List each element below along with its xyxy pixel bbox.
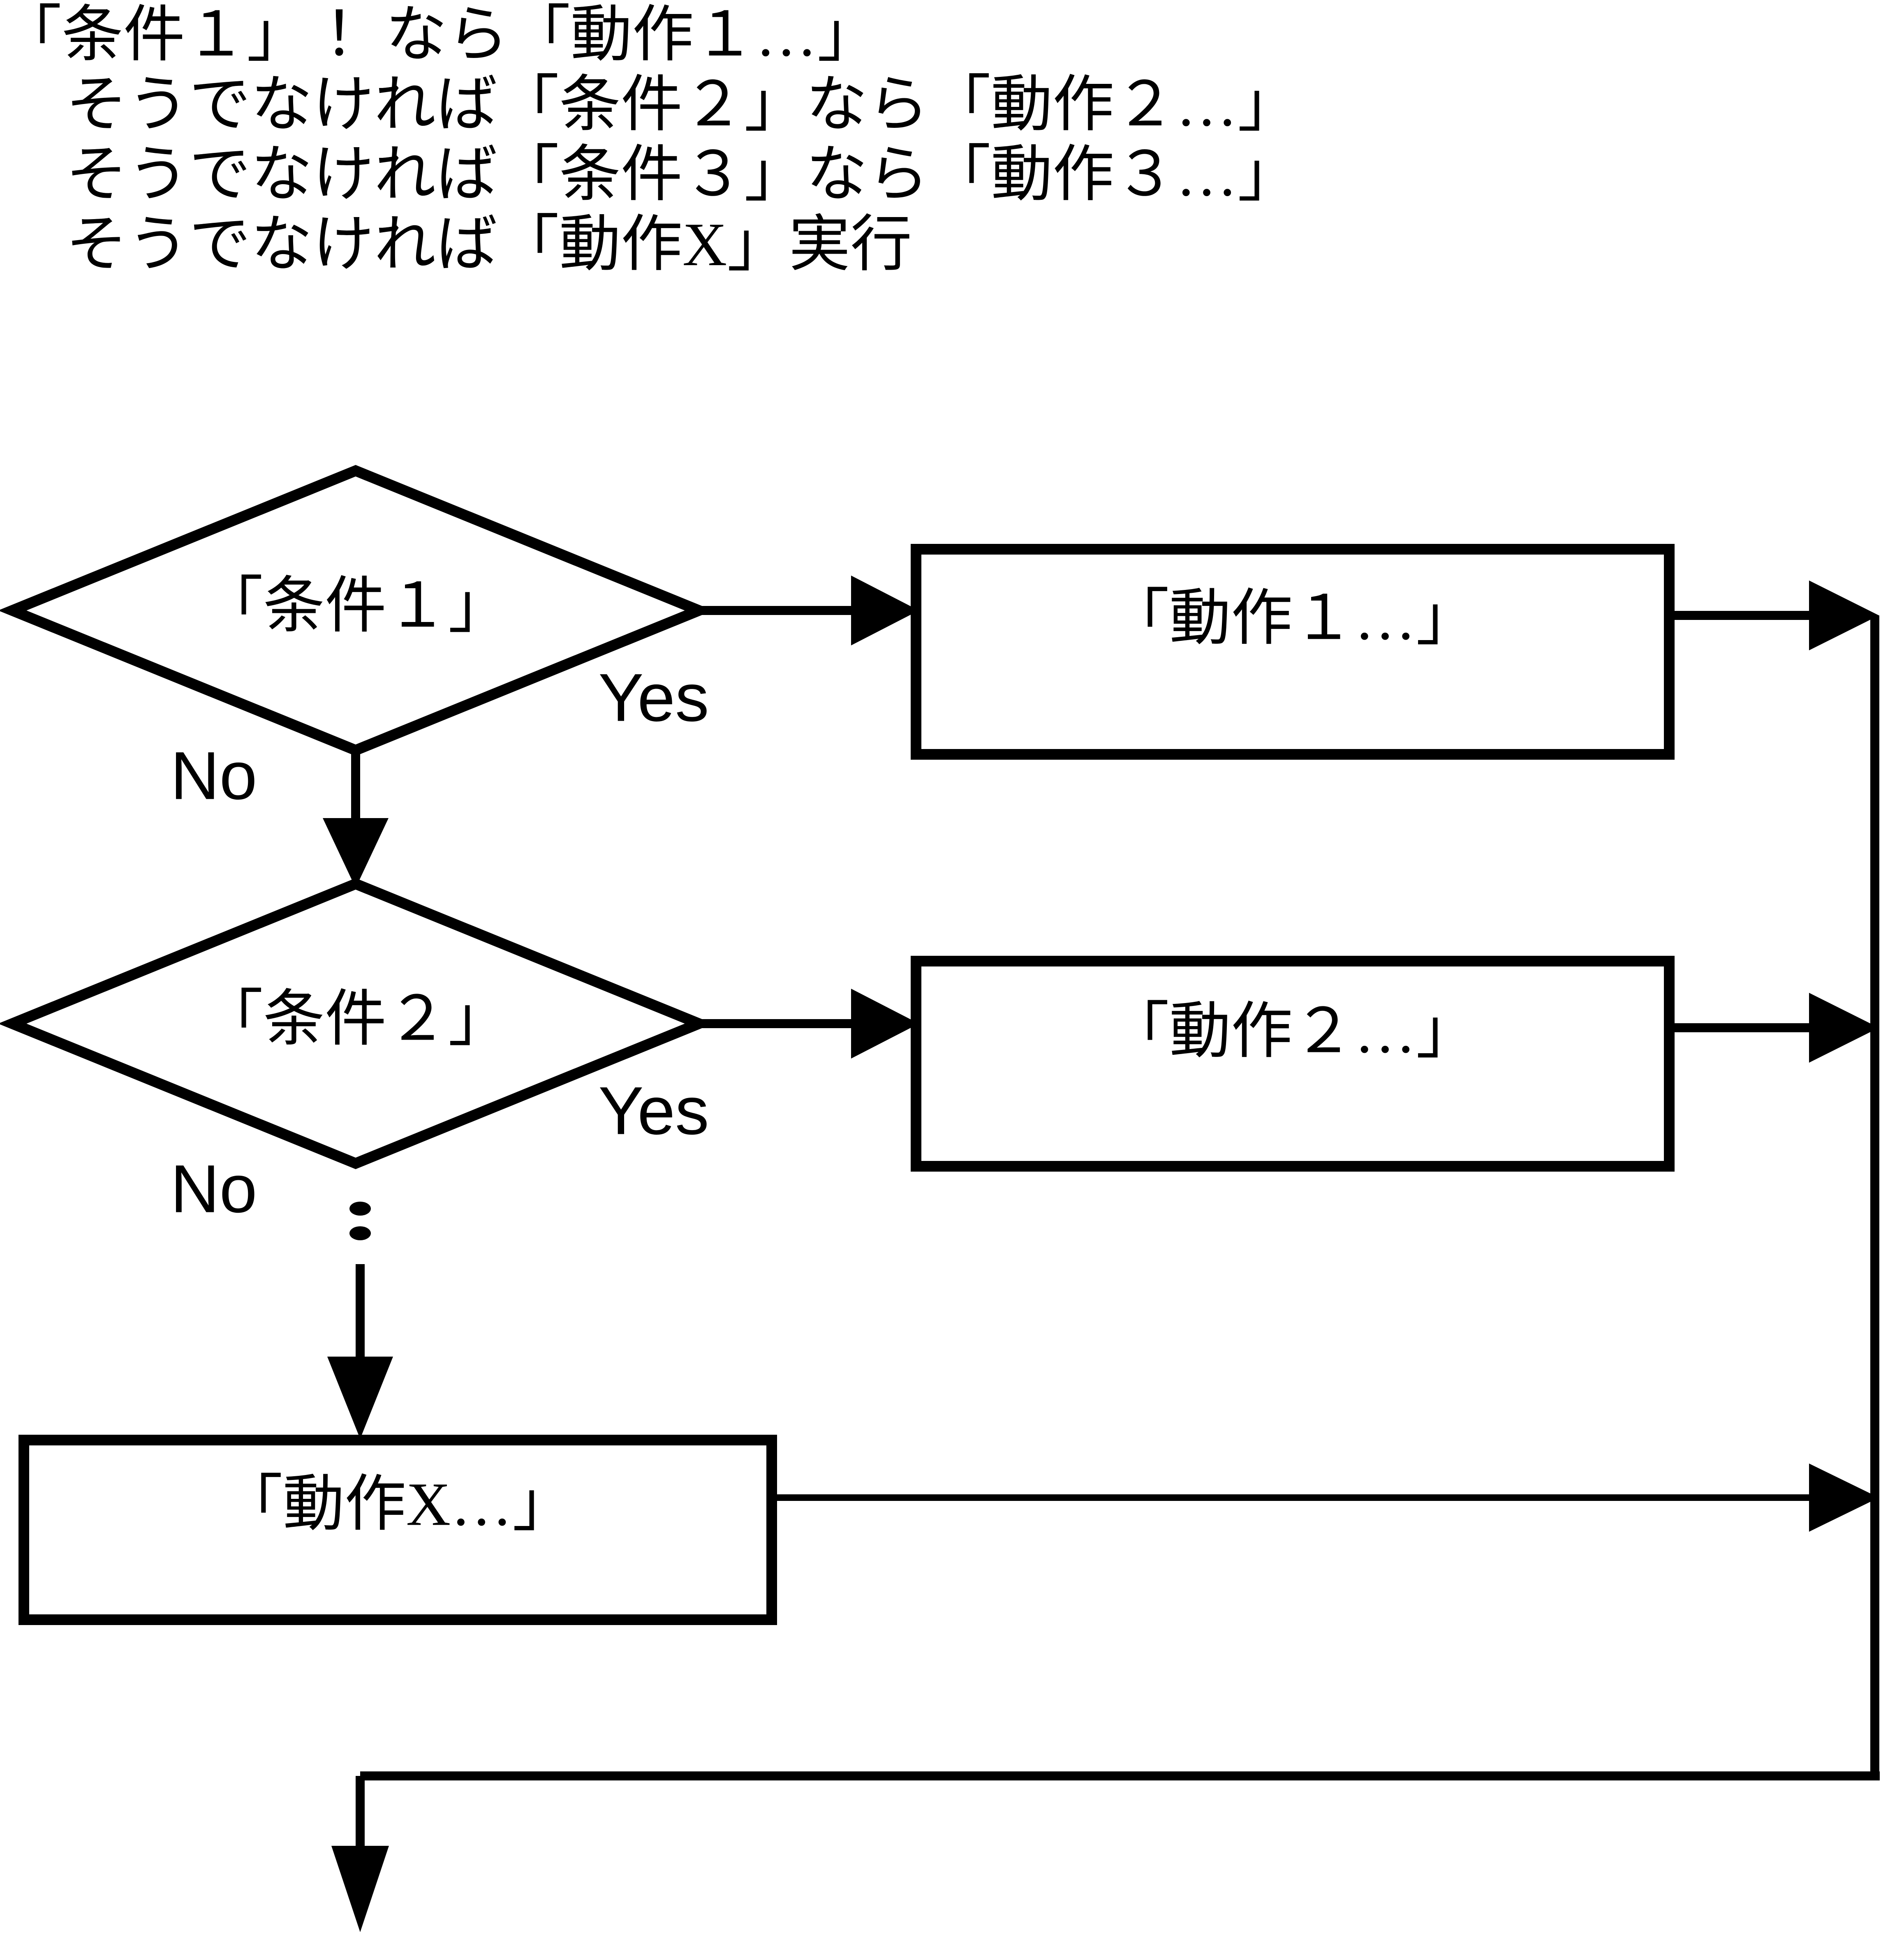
process-label-act1: 「動作１…」 [1108,584,1478,652]
decision-label-cond2: 「条件２」 [201,985,510,1053]
process-label-act2: 「動作２…」 [1108,997,1478,1066]
caption-line-1: 「条件１」 ！なら「動作１…」 [0,1,879,69]
ellipsis-dot-1-icon [349,1202,371,1216]
arrowhead-cond1-no-icon [323,818,389,888]
caption-line-2: そうでなければ「条件２」なら「動作２…」 [66,71,1300,139]
caption-block: 「条件１」 ！なら「動作１…」 そうでなければ「条件２」なら「動作２…」 そうで… [0,0,1904,280]
arrowhead-exit-icon [331,1846,389,1932]
edge-label-cond2-yes: Yes [598,1073,709,1149]
caption-line-3: そうでなければ「条件３」なら「動作３…」 [66,141,1300,209]
process-node-actx[interactable] [19,1435,777,1625]
process-node-act1[interactable] [911,544,1675,760]
arrowhead-cond2-yes-icon [851,989,919,1059]
process-label-actx: 「動作X…」 [221,1470,574,1538]
caption-line-4: そうでなければ「動作X」実行 [66,210,912,279]
edge-label-cond1-no: No [171,738,257,814]
ellipsis-dot-2-icon [349,1226,371,1240]
arrowhead-actx-join-icon [1809,1463,1879,1532]
decision-node-cond2[interactable] [0,878,713,1170]
arrowhead-act2-join-icon [1809,993,1879,1063]
arrowhead-cond2-no-icon [327,1357,393,1439]
edge-label-cond1-yes: Yes [598,660,709,735]
arrowhead-act1-join-icon [1809,580,1879,650]
edge-label-cond2-no: No [171,1151,257,1227]
process-node-act2[interactable] [911,956,1675,1172]
arrowhead-cond1-yes-icon [851,576,919,645]
decision-label-cond1: 「条件１」 [201,572,510,640]
